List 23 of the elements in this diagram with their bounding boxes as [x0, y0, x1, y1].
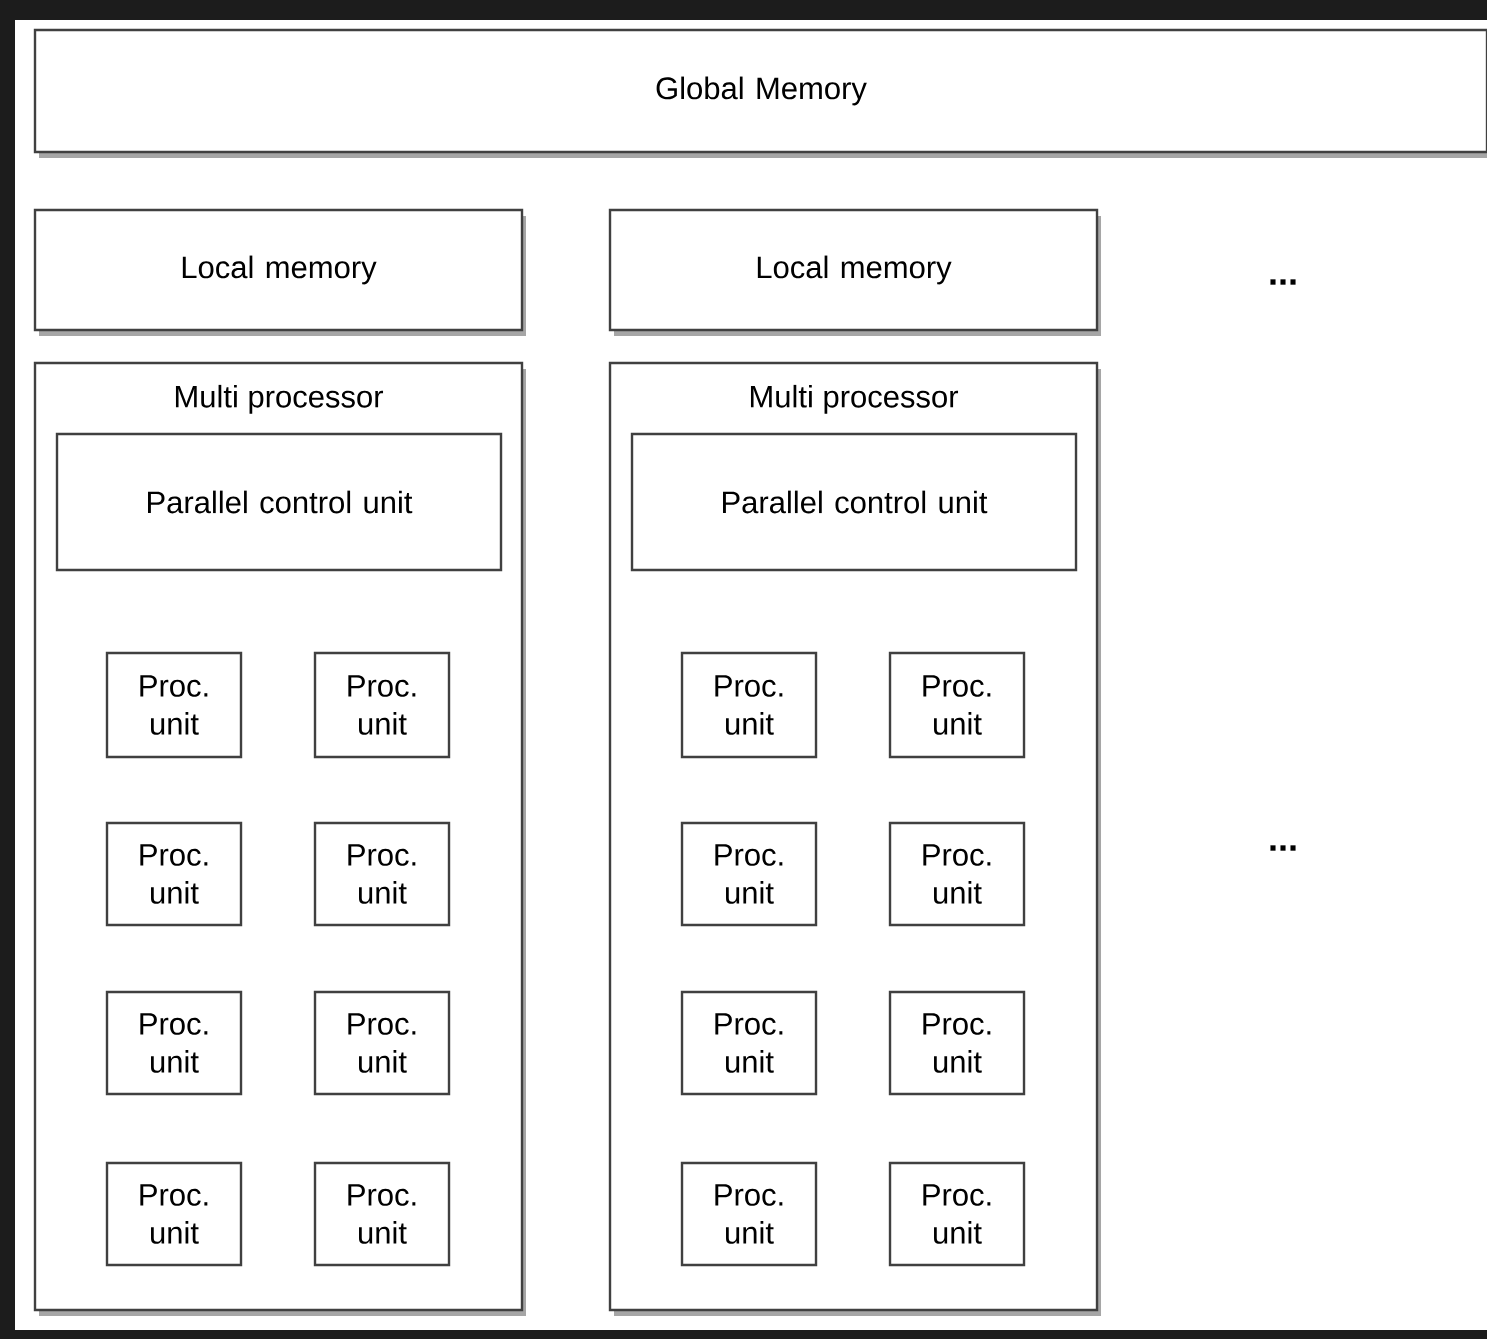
proc-unit-box: Proc. unit — [313, 990, 451, 1096]
proc-unit-box: Proc. unit — [313, 651, 451, 759]
control-unit-box: Parallel control unit — [55, 432, 503, 572]
proc-unit-box: Proc. unit — [105, 821, 243, 927]
proc-unit-box: Proc. unit — [680, 821, 818, 927]
proc-unit-box: Proc. unit — [313, 1161, 451, 1267]
proc-unit-box: Proc. unit — [105, 1161, 243, 1267]
ellipsis: ... — [1270, 845, 1296, 851]
control-unit-box: Parallel control unit — [630, 432, 1078, 572]
proc-unit-box: Proc. unit — [680, 990, 818, 1096]
proc-unit-box: Proc. unit — [680, 651, 818, 759]
proc-unit-box: Proc. unit — [888, 990, 1026, 1096]
proc-unit-box: Proc. unit — [888, 1161, 1026, 1267]
ellipsis: ... — [1270, 279, 1296, 285]
proc-unit-box: Proc. unit — [888, 651, 1026, 759]
memory-box: Local memory — [33, 208, 526, 336]
proc-unit-box: Proc. unit — [105, 990, 243, 1096]
proc-unit-box: Proc. unit — [105, 651, 243, 759]
memory-box: Local memory — [608, 208, 1101, 336]
memory-box: Global Memory — [33, 28, 1487, 158]
proc-unit-box: Proc. unit — [680, 1161, 818, 1267]
proc-unit-box: Proc. unit — [888, 821, 1026, 927]
proc-unit-box: Proc. unit — [313, 821, 451, 927]
